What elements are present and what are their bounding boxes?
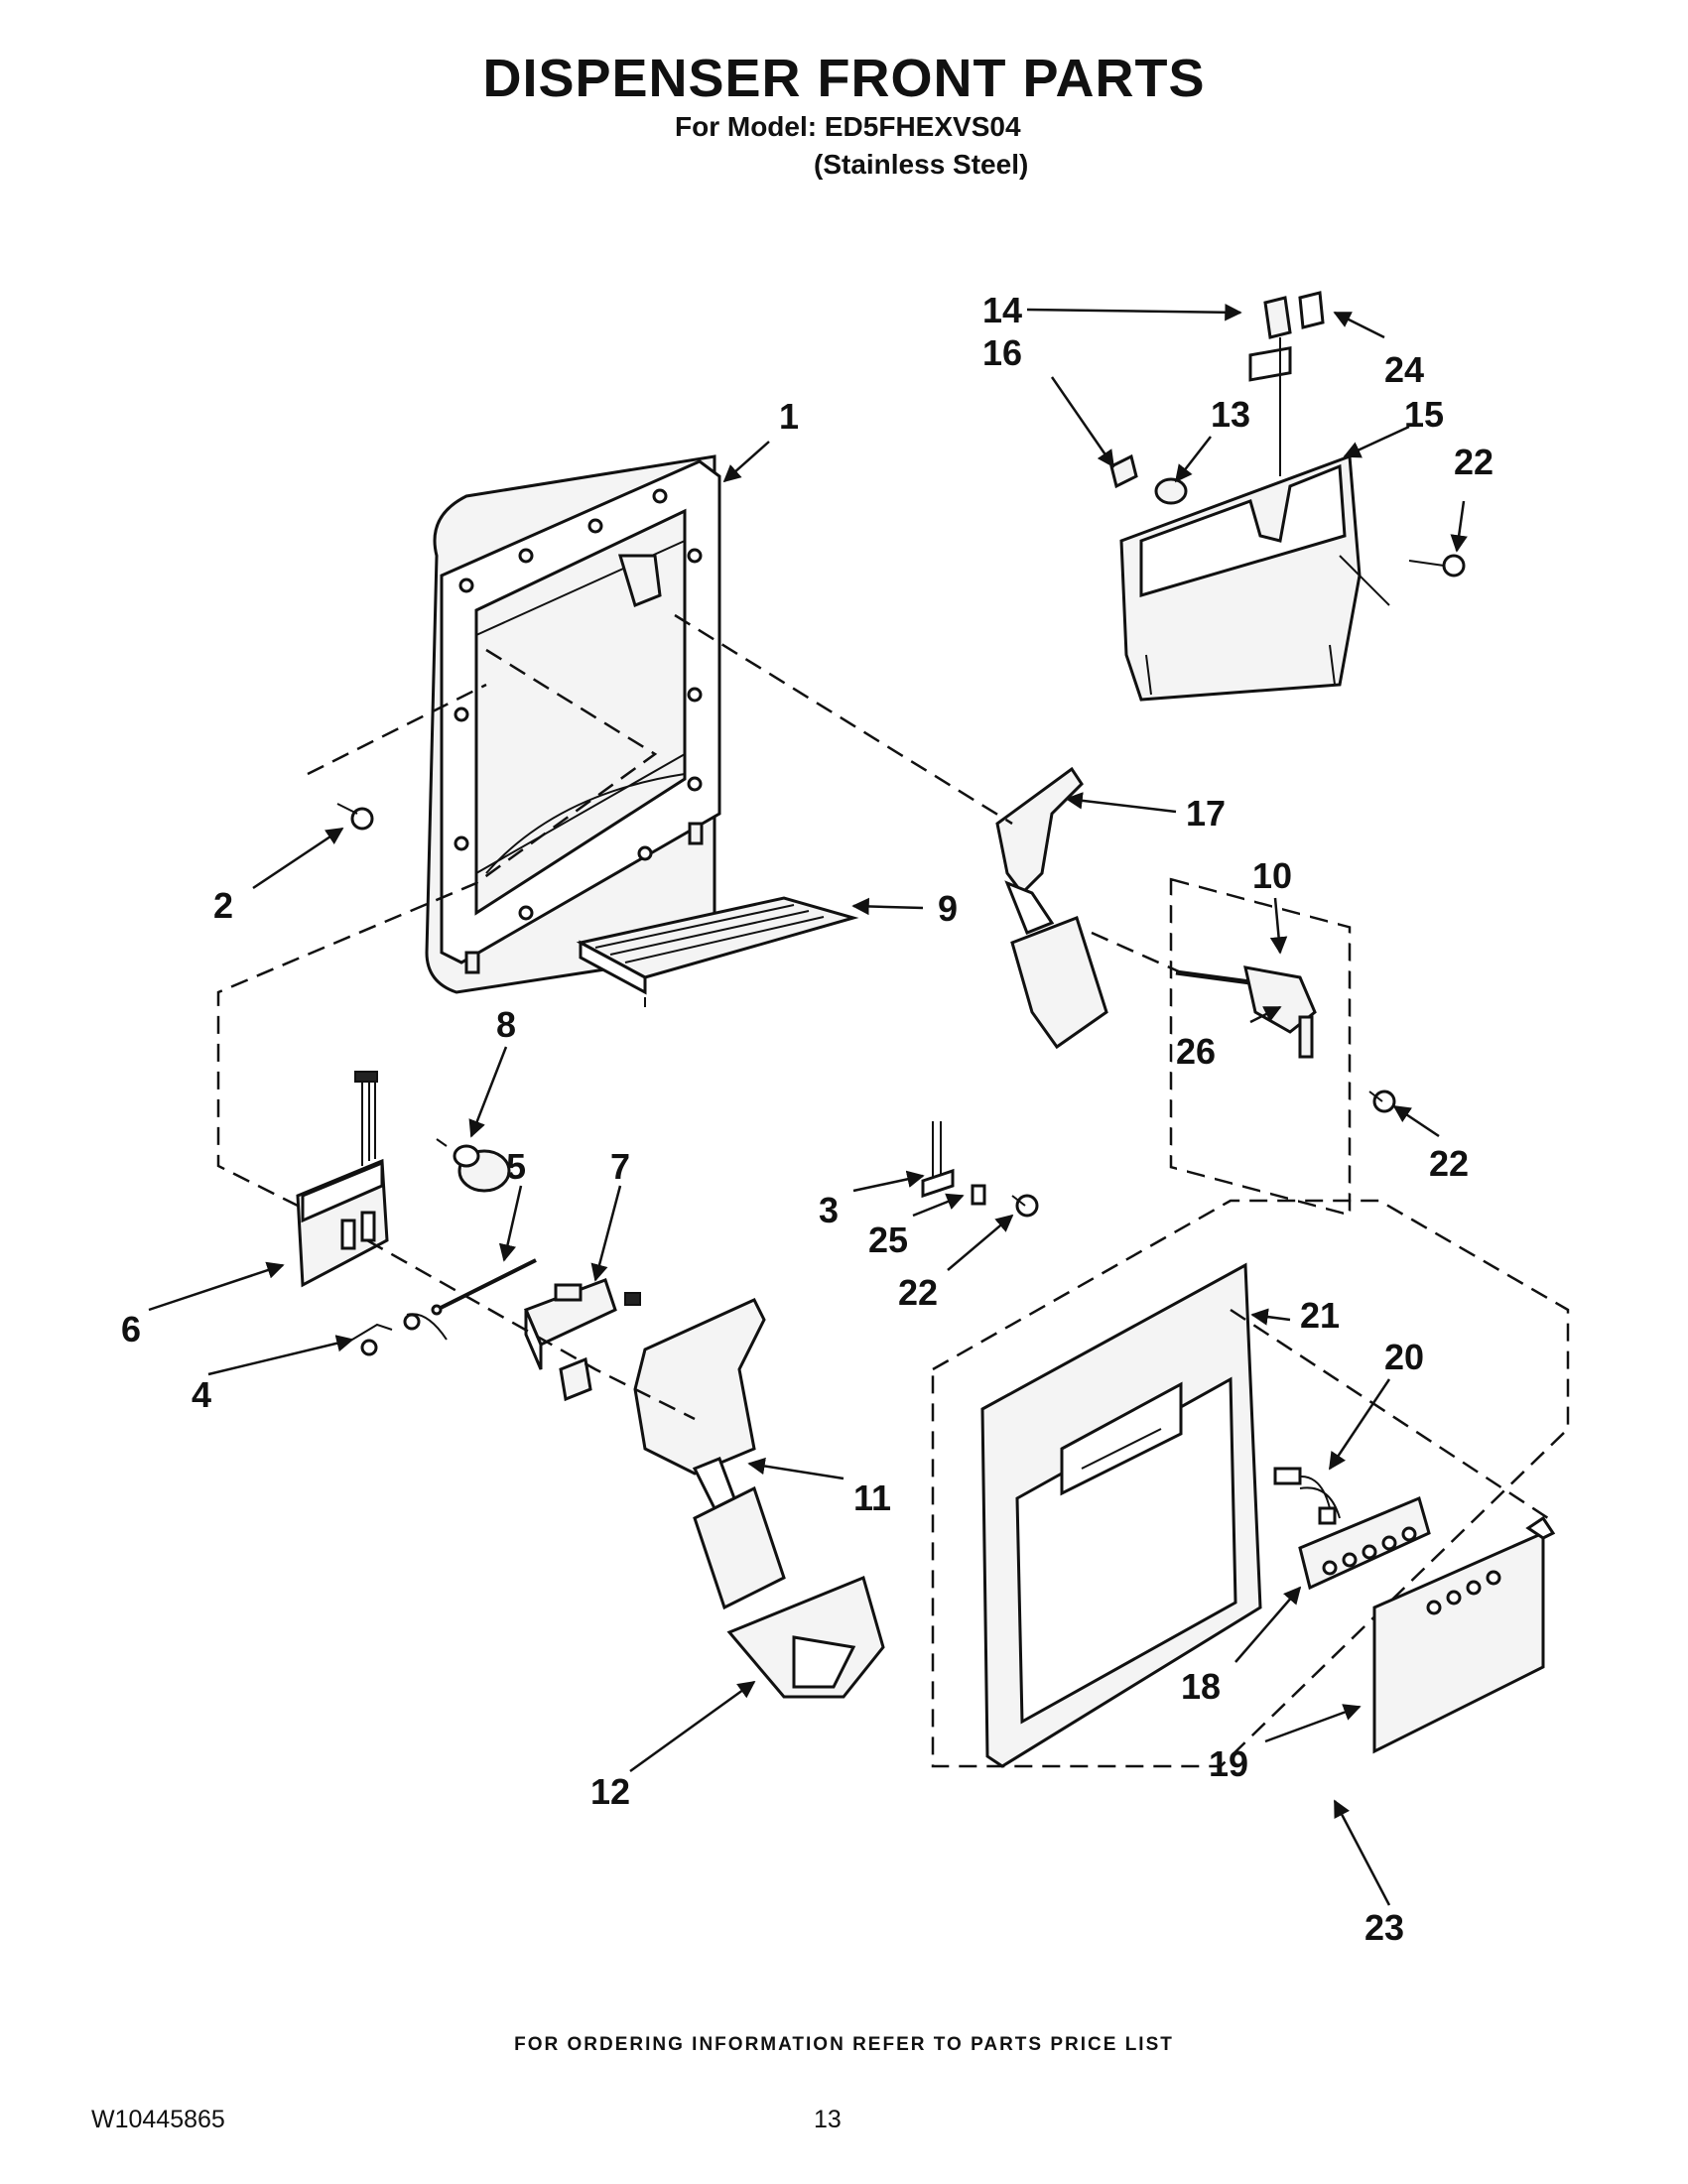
part-actuator-7 bbox=[524, 1278, 641, 1402]
part-housing-frame bbox=[425, 454, 721, 994]
callout-1: 1 bbox=[779, 396, 799, 437]
part-screw-22a bbox=[1408, 554, 1466, 578]
part-overlay-19 bbox=[1372, 1515, 1556, 1754]
part-insulator-24 bbox=[1298, 291, 1325, 329]
callout-14: 14 bbox=[982, 290, 1022, 330]
callout-3: 3 bbox=[819, 1190, 839, 1230]
page-number: 13 bbox=[814, 2106, 842, 2133]
callout-11: 11 bbox=[853, 1477, 891, 1518]
callout-15: 15 bbox=[1404, 394, 1444, 435]
part-front-trim-21 bbox=[980, 1262, 1262, 1768]
callout-9: 9 bbox=[938, 888, 958, 929]
callout-4: 4 bbox=[192, 1374, 211, 1415]
callout-labels: 1 2 3 4 5 6 7 8 9 10 11 12 13 14 15 16 1… bbox=[121, 290, 1493, 1948]
callout-25: 25 bbox=[868, 1220, 908, 1260]
group-box-10 bbox=[1169, 877, 1352, 1217]
callout-5: 5 bbox=[506, 1146, 526, 1187]
callout-13: 13 bbox=[1211, 394, 1250, 435]
part-bracket-15 bbox=[1119, 346, 1390, 702]
document-number: W10445865 bbox=[91, 2106, 225, 2133]
part-screw-22b bbox=[1368, 1090, 1396, 1113]
callout-10: 10 bbox=[1252, 855, 1292, 896]
callout-8: 8 bbox=[496, 1004, 516, 1045]
ordering-note: FOR ORDERING INFORMATION REFER TO PARTS … bbox=[514, 2034, 1174, 2055]
part-drip-tray bbox=[576, 896, 859, 1007]
part-screw-22c bbox=[1011, 1194, 1039, 1218]
callout-17: 17 bbox=[1186, 793, 1226, 834]
callout-21: 21 bbox=[1300, 1295, 1340, 1336]
alignment-lines bbox=[216, 613, 1549, 1520]
callout-6: 6 bbox=[121, 1309, 141, 1349]
callout-12: 12 bbox=[590, 1771, 630, 1812]
callout-23: 23 bbox=[1364, 1907, 1404, 1948]
part-cap-16 bbox=[1109, 453, 1138, 489]
callout-18: 18 bbox=[1181, 1666, 1221, 1707]
callout-7: 7 bbox=[610, 1146, 630, 1187]
model-line: For Model: ED5FHEXVS04 bbox=[675, 111, 1021, 142]
part-clip-3 bbox=[921, 1121, 986, 1206]
callout-24: 24 bbox=[1384, 349, 1424, 390]
part-module-6 bbox=[296, 1071, 389, 1288]
leader-arrows bbox=[148, 304, 1468, 1906]
part-ice-lever-17 bbox=[995, 766, 1108, 1050]
part-springs-4 bbox=[351, 1313, 448, 1356]
part-screw-2 bbox=[336, 803, 374, 831]
variant-line: (Stainless Steel) bbox=[814, 149, 1029, 180]
page-title: DISPENSER FRONT PARTS bbox=[482, 49, 1206, 108]
part-switch-14 bbox=[1263, 296, 1292, 476]
frame-screw-holes bbox=[454, 488, 703, 921]
callout-22-low: 22 bbox=[898, 1272, 938, 1313]
part-wire-harness-20 bbox=[1273, 1467, 1341, 1525]
callout-26: 26 bbox=[1176, 1031, 1216, 1072]
callout-22-mid: 22 bbox=[1429, 1143, 1469, 1184]
callout-16: 16 bbox=[982, 332, 1022, 373]
group-box-23 bbox=[931, 1199, 1570, 1768]
part-bulb-13 bbox=[1154, 477, 1188, 505]
callout-20: 20 bbox=[1384, 1337, 1424, 1377]
callout-19: 19 bbox=[1209, 1743, 1248, 1784]
part-control-board-18 bbox=[1298, 1495, 1431, 1591]
part-solenoid-8 bbox=[436, 1138, 511, 1193]
callout-2: 2 bbox=[213, 885, 233, 926]
callout-22-top: 22 bbox=[1454, 442, 1493, 482]
part-water-lever-11 bbox=[633, 1298, 786, 1610]
part-pin-5 bbox=[431, 1258, 537, 1316]
part-ice-cup-12 bbox=[726, 1575, 885, 1699]
